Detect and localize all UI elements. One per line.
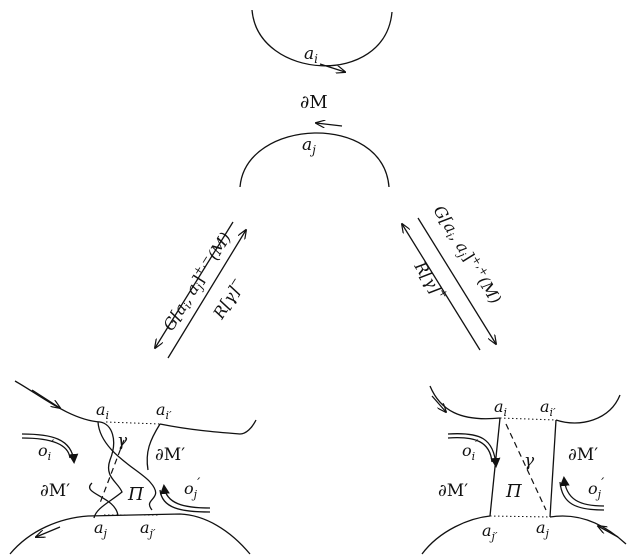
- br-o-i: oi′: [462, 438, 479, 463]
- bl-boundary-upper: ∂M′: [155, 445, 185, 465]
- br-o-j-arrow-2: [559, 481, 605, 511]
- label-a-i: ai: [304, 44, 318, 66]
- br-o-j-arrow: [559, 476, 605, 507]
- bl-top-dotted: [105, 421, 161, 425]
- bl-o-i-arrow-2: [21, 437, 71, 459]
- br-o-i-arrow: [447, 432, 501, 468]
- bl-inner-wave: [89, 482, 119, 517]
- label-a-j: aj: [302, 135, 316, 157]
- left-forward-arrow: [155, 221, 234, 348]
- br-top-arrow: [431, 395, 446, 412]
- top-diagram: ai ∂M aj: [239, 9, 393, 188]
- bl-gamma-dash: [99, 439, 125, 504]
- bl-a-i: ai: [96, 400, 109, 422]
- br-bottom-right-curve: [549, 515, 627, 545]
- bl-o-j: oj′: [184, 476, 201, 501]
- bl-right-loop: [146, 423, 161, 471]
- bl-o-i: oi′: [38, 438, 55, 463]
- br-top-dotted: [499, 417, 557, 421]
- br-a-i: ai: [494, 397, 507, 419]
- br-o-i-arrow-2: [447, 436, 493, 463]
- boundary-label: ∂M: [300, 92, 328, 113]
- bl-o-j-arrow-2: [159, 489, 211, 513]
- br-bottom-arrow: [598, 526, 619, 538]
- lower-arc: [239, 132, 390, 188]
- left-reverse-label: R[γ]−: [207, 274, 248, 323]
- br-a-j: aj: [536, 518, 550, 540]
- br-gamma-dash: [505, 423, 547, 511]
- bl-a-i-prime: ai′: [156, 400, 172, 422]
- br-pi: Π: [505, 481, 522, 502]
- right-reverse-label: R[γ]+: [410, 256, 451, 305]
- right-forward-arrow: [417, 217, 496, 344]
- left-reverse-arrow: [167, 230, 246, 359]
- bl-o-i-arrow: [21, 433, 79, 464]
- br-a-j-prime: aj′: [482, 521, 498, 543]
- lower-arc-arrow: [316, 123, 343, 126]
- bl-top-right-curve: [159, 419, 257, 435]
- bl-bottom-curve: [9, 513, 251, 555]
- bl-a-j: aj: [94, 518, 108, 540]
- bl-top-curve: [14, 380, 123, 519]
- br-bottom-left-curve: [421, 515, 491, 555]
- br-bottom-dotted: [489, 515, 551, 518]
- right-reverse-arrow: [402, 224, 481, 351]
- br-gamma: γ: [524, 451, 535, 471]
- bl-o-j-arrow: [159, 484, 211, 509]
- br-left-vertical: [489, 417, 501, 517]
- bl-boundary-lower: ∂M′: [40, 481, 70, 501]
- bl-pi: Π: [127, 484, 144, 505]
- br-boundary-right: ∂M′: [568, 445, 598, 465]
- bl-bottom-arrow: [36, 526, 61, 537]
- bl-top-arrow: [31, 389, 60, 408]
- right-arrow-pair: G[ai, aj]+,+(M) R[γ]+: [402, 202, 505, 351]
- br-boundary-left: ∂M′: [438, 481, 468, 501]
- br-top-left-curve: [429, 385, 501, 420]
- br-right-vertical: [549, 419, 557, 518]
- bottom-left-diagram: ai ai′ aj aj′ γ Π ∂M′ ∂M′ oi′ oj′: [9, 380, 257, 555]
- br-a-i-prime: ai′: [540, 397, 556, 419]
- br-o-j: oj′: [588, 476, 605, 501]
- upper-arc: [251, 9, 393, 67]
- bl-a-j-prime: aj′: [140, 518, 156, 540]
- bottom-right-diagram: ai ai′ aj′ aj γ Π ∂M′ ∂M′ oi′ oj′: [421, 385, 627, 555]
- bl-inner-curve: [97, 421, 157, 511]
- bl-gamma: γ: [117, 431, 128, 451]
- upper-arc-arrow: [319, 63, 345, 72]
- left-arrow-pair: G[ai, aj]+,−(M) R[γ]−: [155, 221, 248, 359]
- br-top-right-curve: [555, 394, 621, 424]
